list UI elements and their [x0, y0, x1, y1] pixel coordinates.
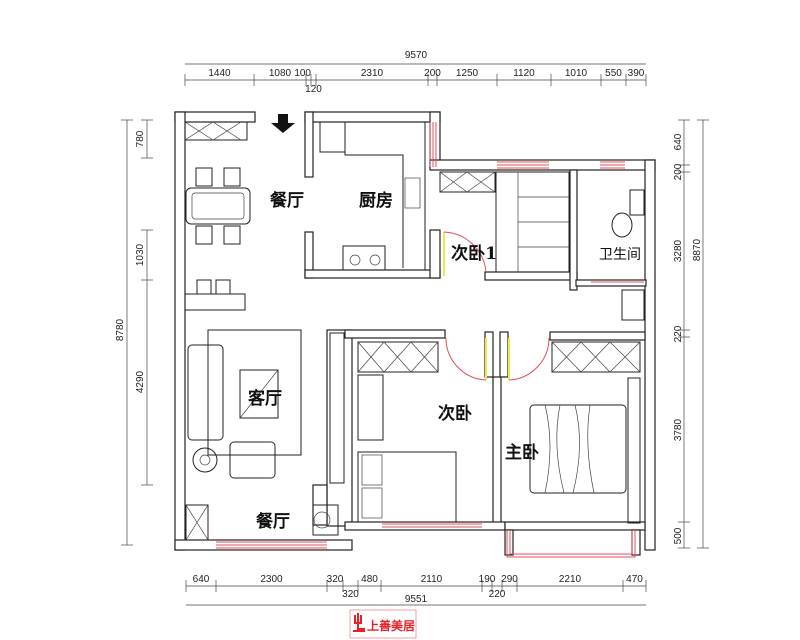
brand-logo: 上善美居 — [349, 609, 417, 639]
furniture — [184, 121, 645, 541]
dimension-label: 320 — [342, 589, 359, 600]
room-label-bedroom-2-1: 次卧1 — [451, 243, 497, 264]
dimension-label: 290 — [501, 574, 518, 585]
dimension-label: 1010 — [565, 68, 588, 79]
dimension-label: 640 — [193, 574, 210, 585]
dimension-total-bottom: 9551 — [405, 594, 428, 605]
doors — [443, 231, 550, 381]
dimension-label: 550 — [605, 68, 622, 79]
dimension-right: 220 — [673, 325, 684, 342]
dimension-total-right: 8870 — [692, 238, 703, 261]
dimension-right: 200 — [673, 163, 684, 180]
room-label-master-bedroom: 主卧 — [505, 442, 539, 463]
windows — [216, 122, 644, 558]
walls — [174, 111, 656, 556]
dimension-label: 120 — [305, 84, 322, 95]
dimension-left: 4290 — [135, 370, 146, 393]
dimension-right: 500 — [673, 527, 684, 544]
logo-text: 上善美居 — [367, 618, 415, 633]
dimension-right: 3280 — [673, 239, 684, 262]
dimension-total-top: 9570 — [405, 50, 428, 61]
room-label-bathroom: 卫生间 — [599, 247, 641, 263]
dimension-label: 2110 — [421, 574, 443, 585]
dimension-total-left: 8780 — [115, 318, 126, 341]
room-label-dining-2: 餐厅 — [256, 511, 290, 532]
arrow-down-icon — [271, 114, 295, 133]
dimension-left: 780 — [135, 130, 146, 147]
dimension-label: 220 — [489, 589, 506, 600]
room-label-living: 客厅 — [247, 388, 282, 409]
dimension-label: 1250 — [456, 68, 479, 79]
dimension-right: 640 — [673, 133, 684, 150]
right-dimension-chain: 640 200 3280 220 3780 500 8870 — [673, 119, 709, 549]
dimension-label: 1440 — [208, 68, 231, 79]
dimension-label: 2310 — [361, 68, 384, 79]
dimension-left: 1030 — [135, 243, 146, 266]
dimension-label: 2300 — [260, 574, 283, 585]
dimension-label: 470 — [626, 574, 643, 585]
dimension-label: 480 — [361, 574, 378, 585]
dimension-label: 100 — [294, 68, 311, 79]
left-dimension-chain: 8780 780 1030 4290 — [115, 119, 153, 546]
dimension-right: 3780 — [673, 418, 684, 441]
dimension-label: 2210 — [559, 574, 582, 585]
room-label-dining: 餐厅 — [270, 190, 304, 211]
dimension-label: 200 — [424, 68, 441, 79]
dimension-label: 390 — [628, 68, 645, 79]
dimension-label: 190 — [479, 574, 496, 585]
dimension-label: 1120 — [513, 68, 535, 79]
dimension-label: 320 — [327, 574, 344, 585]
room-label-bedroom-2: 次卧 — [438, 403, 472, 424]
dimension-label: 1080 — [269, 68, 292, 79]
room-label-kitchen: 厨房 — [359, 190, 393, 211]
